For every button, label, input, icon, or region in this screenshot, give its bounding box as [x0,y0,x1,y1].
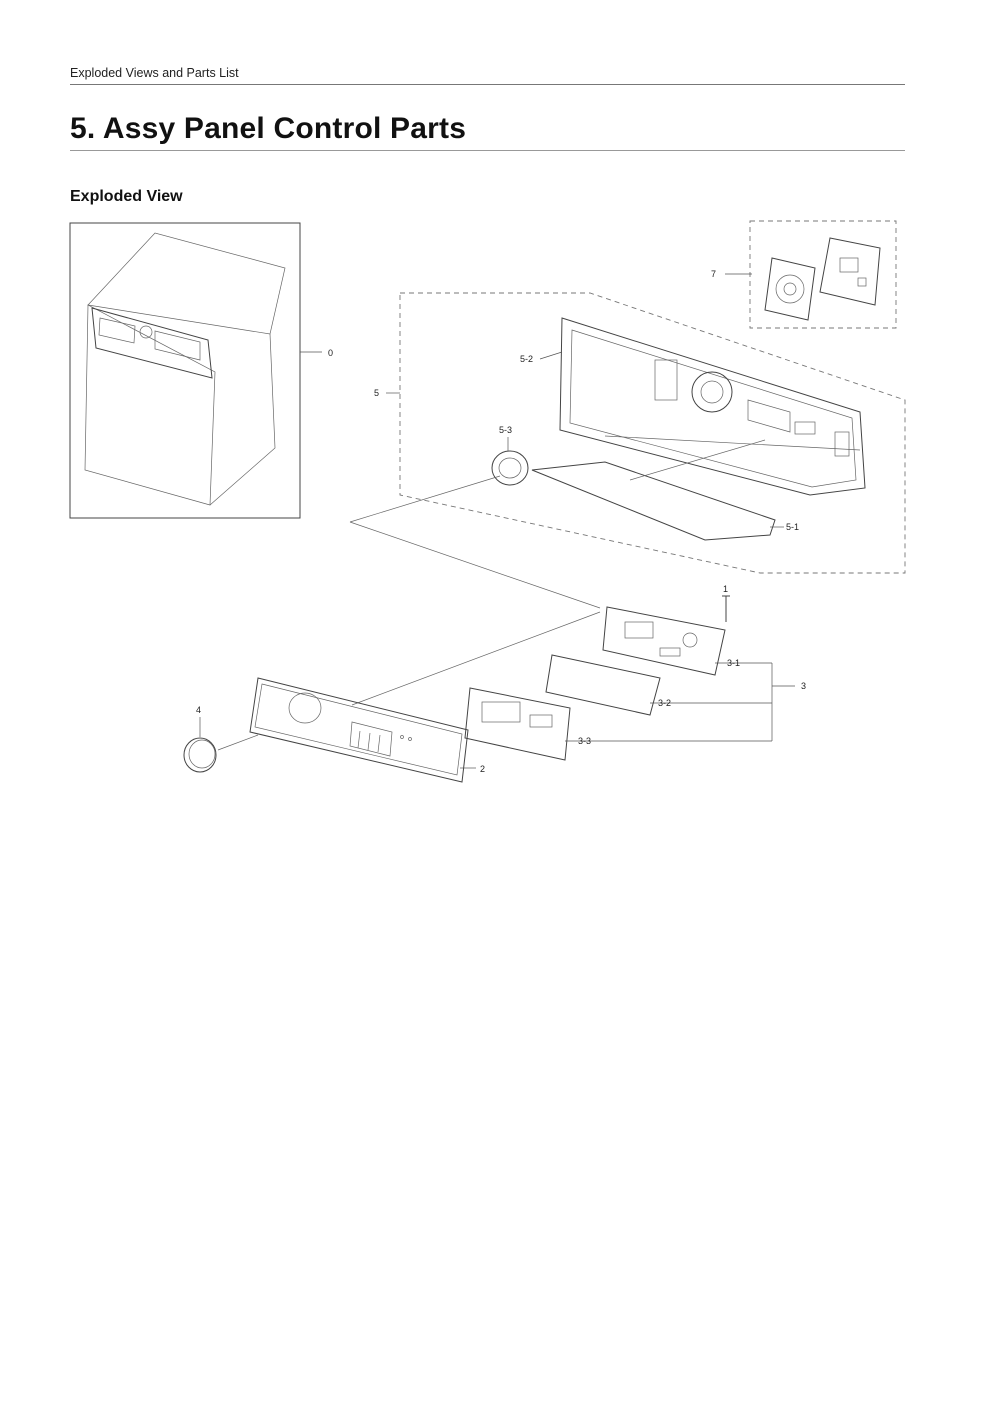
part-3-1-main-pcb [602,606,772,676]
callout-5: 5 [374,388,379,398]
callout-3-1: 3-1 [727,658,740,668]
callout-0: 0 [328,348,333,358]
callout-3-2: 3-2 [658,698,671,708]
part-7-pcb-assembly [725,220,897,329]
callout-4: 4 [196,705,201,715]
part-3-bracket [771,663,795,741]
part-5-1-trim-window [531,461,784,541]
callout-1: 1 [723,584,728,594]
callout-5-1: 5-1 [786,522,799,532]
callout-5-3: 5-3 [499,425,512,435]
section-subtitle: Exploded View [70,188,183,205]
callout-3-3: 3-3 [578,736,591,746]
part-2-panel-front [249,677,476,783]
part-5-3-knob-ring [491,437,529,486]
part-3-3-sub-pcb [464,687,772,761]
part-0-washer-overview [69,222,322,519]
header-rule [70,84,905,85]
callout-5-2: 5-2 [520,354,533,364]
title-rule [70,150,905,151]
section-header: Exploded Views and Parts List [70,66,239,80]
callout-3: 3 [801,681,806,691]
part-3-2-sheet [545,654,772,716]
part-5-panel-assembly [386,292,906,574]
part-1-screw [722,595,730,622]
page-title: 5. Assy Panel Control Parts [70,112,467,145]
part-4-knob [183,717,259,773]
callout-7: 7 [711,269,716,279]
callout-2: 2 [480,764,485,774]
projection-lines [349,435,861,706]
part-5-2-panel-frame [539,317,866,496]
